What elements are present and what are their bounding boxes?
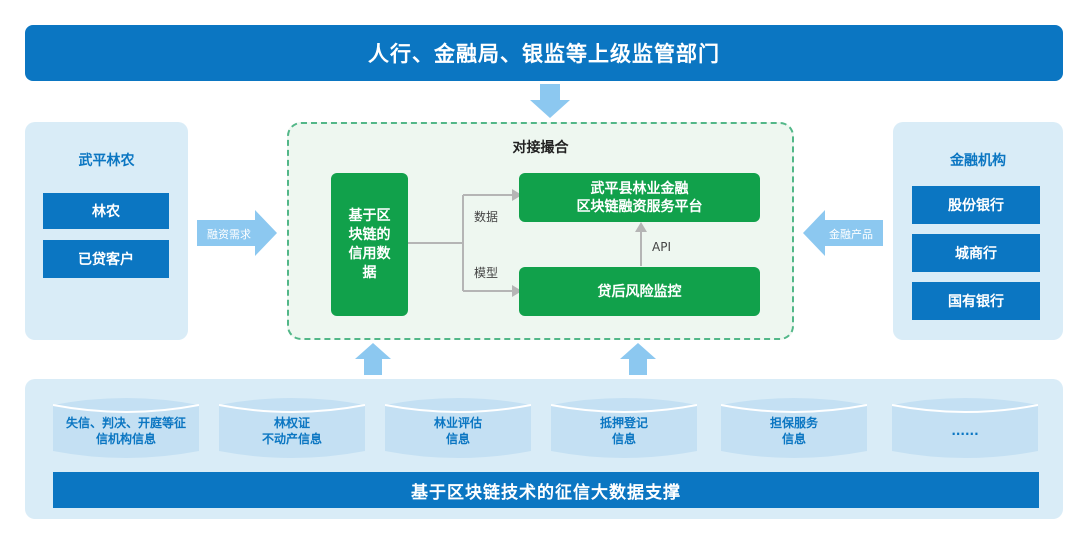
database-label: 担保服务 信息 xyxy=(721,409,867,453)
database-label-line-2: 信息 xyxy=(781,432,806,446)
database-cylinder: 担保服务 信息 xyxy=(721,397,867,459)
database-icon xyxy=(892,398,1038,458)
database-cylinder: 失信、判决、开庭等征 信机构信息 xyxy=(53,397,199,459)
database-cylinder: 林业评估 信息 xyxy=(385,397,531,459)
api-up-arrow-icon xyxy=(635,222,647,266)
database-label: 失信、判决、开庭等征 信机构信息 xyxy=(53,409,199,453)
database-cylinder: 林权证 不动产信息 xyxy=(219,397,365,459)
right-item-city-bank: 城商行 xyxy=(912,234,1040,272)
model-label: 模型 xyxy=(474,266,499,280)
credit-data-box: 基于区 块链的 信用数 据 xyxy=(331,173,408,316)
bottom-banner: 基于区块链技术的征信大数据支撑 xyxy=(53,472,1039,508)
database-icon xyxy=(219,398,365,458)
database-label-line-1: 失信、判决、开庭等征 xyxy=(65,416,186,430)
down-arrow-icon xyxy=(530,84,570,118)
left-panel xyxy=(25,122,188,340)
left-arrow-icon xyxy=(803,210,883,256)
right-item-joint-stock-bank: 股份银行 xyxy=(912,186,1040,224)
right-panel-title: 金融机构 xyxy=(950,153,1006,169)
database-label: ...... xyxy=(892,409,1038,453)
top-banner: 人行、金融局、银监等上级监管部门 xyxy=(25,25,1063,81)
connector-lines xyxy=(408,189,522,297)
database-label-line-1: ...... xyxy=(951,424,979,438)
right-item-state-bank: 国有银行 xyxy=(912,282,1040,320)
database-icon xyxy=(721,398,867,458)
database-label-line-1: 抵押登记 xyxy=(599,416,648,430)
credit-data-line-3: 信用数 xyxy=(348,245,391,262)
credit-data-line-1: 基于区 xyxy=(348,207,391,224)
credit-data-line-2: 块链的 xyxy=(348,226,391,243)
left-item-linnong: 林农 xyxy=(43,193,169,229)
database-cylinder: 抵押登记 信息 xyxy=(551,397,697,459)
database-label-line-2: 信息 xyxy=(611,432,636,446)
right-arrow-icon xyxy=(197,210,277,256)
database-label-line-1: 林业评估 xyxy=(433,416,482,430)
api-label: API xyxy=(652,240,671,254)
right-arrow-label: 金融产品 xyxy=(829,228,873,241)
database-label-line-2: 不动产信息 xyxy=(261,432,322,446)
database-label-line-2: 信机构信息 xyxy=(95,432,156,446)
database-label: 林权证 不动产信息 xyxy=(219,409,365,453)
center-title: 对接撮合 xyxy=(512,140,569,156)
database-label-line-1: 担保服务 xyxy=(769,416,818,430)
database-label: 林业评估 信息 xyxy=(385,409,531,453)
up-arrow-icon-right xyxy=(620,343,656,375)
left-item-loan-customer: 已贷客户 xyxy=(43,240,169,278)
left-panel-title: 武平林农 xyxy=(78,153,135,169)
risk-monitor-box: 贷后风险监控 xyxy=(519,267,760,316)
left-arrow-label: 融资需求 xyxy=(207,228,251,241)
database-cylinder: ...... xyxy=(892,397,1038,459)
platform-line-2: 区块链融资服务平台 xyxy=(576,198,703,215)
credit-data-line-4: 据 xyxy=(362,264,377,281)
data-label: 数据 xyxy=(474,210,499,224)
platform-line-1: 武平县林业金融 xyxy=(590,180,689,197)
database-icon xyxy=(53,398,199,458)
database-icon xyxy=(385,398,531,458)
platform-box: 武平县林业金融 区块链融资服务平台 xyxy=(519,173,760,222)
up-arrow-icon-left xyxy=(355,343,391,375)
database-label-line-2: 信息 xyxy=(445,432,470,446)
database-icon xyxy=(551,398,697,458)
database-label-line-1: 林权证 xyxy=(273,416,310,430)
database-label: 抵押登记 信息 xyxy=(551,409,697,453)
